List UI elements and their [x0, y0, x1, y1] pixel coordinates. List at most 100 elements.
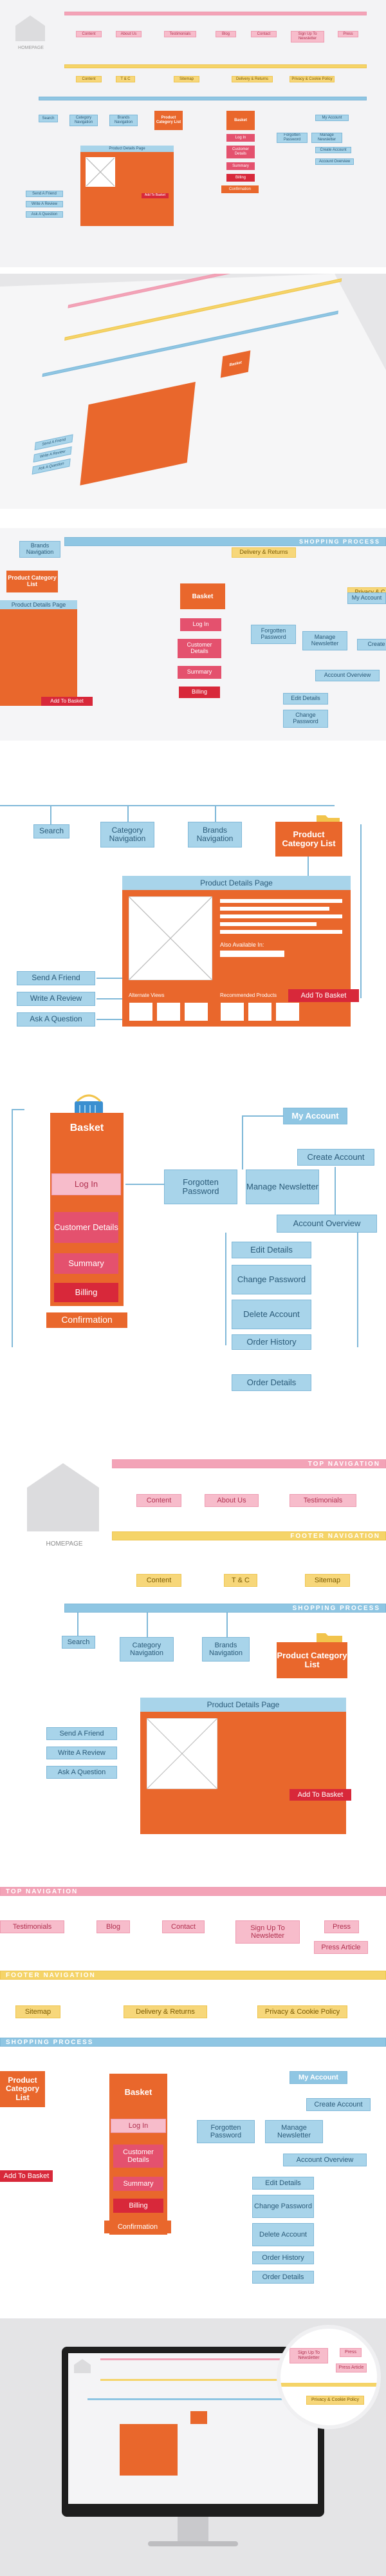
zoom-delivery[interactable]: Delivery & Returns — [232, 547, 296, 558]
alt-view-thumb-3[interactable] — [184, 1002, 208, 1021]
ov-summary[interactable]: Summary — [226, 162, 255, 170]
login-step[interactable]: Log In — [51, 1173, 121, 1195]
product-category-crop[interactable]: Product Category List — [0, 2071, 45, 2107]
create-account-crop[interactable]: Create Account — [306, 2098, 371, 2111]
write-a-review-box[interactable]: Write A Review — [17, 992, 95, 1006]
delete-account-crop[interactable]: Delete Account — [252, 2223, 314, 2246]
billing-crop[interactable]: Billing — [113, 2199, 163, 2213]
zoom-add-basket[interactable]: Add To Basket — [41, 697, 93, 706]
billing-step[interactable]: Billing — [54, 1283, 118, 1302]
magnifier-signup[interactable]: Sign Up To Newsletter — [290, 2348, 328, 2363]
footer-privacy[interactable]: Privacy & Cookie Policy — [290, 76, 335, 82]
forgotten-password-box[interactable]: Forgotten Password — [164, 1170, 237, 1204]
zoom-billing[interactable]: Billing — [179, 687, 220, 698]
order-history-box[interactable]: Order History — [232, 1334, 311, 1350]
order-details-box[interactable]: Order Details — [232, 1374, 311, 1391]
topnav-content[interactable]: Content — [76, 31, 102, 37]
ov-customer-details[interactable]: Customer Details — [226, 146, 255, 158]
footer-delivery[interactable]: Delivery & Returns — [232, 76, 273, 82]
footer-content-large[interactable]: Content — [136, 1574, 181, 1587]
zoom-brands-nav[interactable]: Brands Navigation — [19, 541, 60, 558]
recommended-thumb-1[interactable] — [220, 1002, 244, 1021]
topnav-about[interactable]: About Us — [116, 31, 142, 37]
recommended-thumb-2[interactable] — [248, 1002, 272, 1021]
customer-details-step[interactable]: Customer Details — [54, 1212, 118, 1243]
add-to-basket-button[interactable]: Add To Basket — [288, 989, 359, 1002]
ov-billing[interactable]: Billing — [226, 174, 255, 182]
footer-sitemap-large[interactable]: Sitemap — [305, 1574, 350, 1587]
magnifier-press[interactable]: Press — [340, 2348, 362, 2357]
ov-create-account[interactable]: Create Account — [315, 147, 351, 153]
topnav-contact-crop[interactable]: Contact — [162, 1920, 205, 1933]
zoom-my-account[interactable]: My Account — [347, 592, 386, 604]
topnav-blog-crop[interactable]: Blog — [96, 1920, 130, 1933]
confirmation-crop[interactable]: Confirmation — [104, 2221, 171, 2233]
topnav-testimonials-large[interactable]: Testimonials — [290, 1494, 356, 1507]
search-large[interactable]: Search — [62, 1636, 95, 1649]
summary-step[interactable]: Summary — [54, 1253, 118, 1274]
send-a-friend-box[interactable]: Send A Friend — [17, 971, 95, 985]
account-overview-box[interactable]: Account Overview — [277, 1215, 377, 1233]
zoom-account-overview[interactable]: Account Overview — [315, 670, 380, 681]
footer-content[interactable]: Content — [76, 76, 102, 82]
topnav-signup-crop[interactable]: Sign Up To Newsletter — [235, 1920, 300, 1944]
my-account-crop[interactable]: My Account — [290, 2071, 347, 2084]
change-password-box[interactable]: Change Password — [232, 1265, 311, 1294]
brands-navigation-box[interactable]: Brands Navigation — [188, 822, 242, 848]
edit-details-crop[interactable]: Edit Details — [252, 2177, 314, 2190]
zoom-change-password[interactable]: Change Password — [283, 710, 328, 728]
magnifier-privacy[interactable]: Privacy & Cookie Policy — [306, 2396, 364, 2405]
zoom-summary[interactable]: Summary — [178, 666, 221, 679]
edit-details-box[interactable]: Edit Details — [232, 1242, 311, 1258]
zoom-login[interactable]: Log In — [180, 618, 221, 631]
recommended-thumb-3[interactable] — [275, 1002, 300, 1021]
ov-confirmation[interactable]: Confirmation — [221, 185, 259, 193]
my-account-box[interactable]: My Account — [283, 1108, 347, 1124]
zoom-basket[interactable]: Basket — [180, 583, 225, 609]
ov-product-category-list[interactable]: Product Category List — [154, 111, 183, 130]
persp-basket[interactable]: Basket — [220, 350, 251, 378]
write-review-large[interactable]: Write A Review — [46, 1747, 117, 1759]
manage-newsletter-box[interactable]: Manage Newsletter — [246, 1170, 319, 1204]
search-box[interactable]: Search — [33, 824, 69, 838]
forgotten-password-crop[interactable]: Forgotten Password — [197, 2120, 255, 2143]
alt-view-thumb-2[interactable] — [156, 1002, 181, 1021]
ov-write-review[interactable]: Write A Review — [26, 201, 63, 207]
ov-add-to-basket[interactable]: Add To Basket — [142, 193, 169, 198]
magnifier-press-article[interactable]: Press Article — [336, 2363, 367, 2372]
ov-ask-question[interactable]: Ask A Question — [26, 211, 63, 218]
add-to-basket-large[interactable]: Add To Basket — [290, 1789, 351, 1801]
create-account-box[interactable]: Create Account — [297, 1149, 374, 1166]
ov-login[interactable]: Log In — [226, 134, 255, 142]
ov-my-account[interactable]: My Account — [315, 115, 349, 121]
footer-sitemap-crop[interactable]: Sitemap — [15, 2005, 60, 2018]
zoom-create[interactable]: Create — [357, 639, 386, 650]
zoom-edit-details[interactable]: Edit Details — [283, 693, 328, 705]
manage-newsletter-crop[interactable]: Manage Newsletter — [265, 2120, 323, 2143]
ask-a-question-box[interactable]: Ask A Question — [17, 1012, 95, 1027]
alt-view-thumb-1[interactable] — [129, 1002, 153, 1021]
brands-nav-large[interactable]: Brands Navigation — [202, 1637, 250, 1662]
footer-tc[interactable]: T & C — [116, 76, 135, 82]
zoom-forgotten-password[interactable]: Forgotten Password — [251, 625, 296, 644]
add-to-basket-crop[interactable]: Add To Basket — [0, 2170, 53, 2182]
send-friend-large[interactable]: Send A Friend — [46, 1727, 117, 1740]
account-overview-crop[interactable]: Account Overview — [283, 2154, 367, 2166]
zoom-customer-details[interactable]: Customer Details — [178, 639, 221, 658]
ov-category-nav[interactable]: Category Navigation — [69, 115, 98, 126]
order-history-crop[interactable]: Order History — [252, 2251, 314, 2264]
category-nav-large[interactable]: Category Navigation — [120, 1637, 174, 1662]
ov-manage-newsletter[interactable]: Manage Newsletter — [311, 133, 342, 143]
customer-details-crop[interactable]: Customer Details — [113, 2145, 163, 2168]
product-category-list-large[interactable]: Product Category List — [277, 1642, 347, 1678]
topnav-about-large[interactable]: About Us — [205, 1494, 259, 1507]
topnav-testimonials-crop[interactable]: Testimonials — [0, 1920, 64, 1933]
delete-account-box[interactable]: Delete Account — [232, 1300, 311, 1329]
topnav-content-large[interactable]: Content — [136, 1494, 181, 1507]
order-details-crop[interactable]: Order Details — [252, 2271, 314, 2284]
footer-tc-large[interactable]: T & C — [224, 1574, 257, 1587]
footer-sitemap[interactable]: Sitemap — [174, 76, 199, 82]
summary-crop[interactable]: Summary — [113, 2177, 163, 2191]
ov-account-overview[interactable]: Account Overview — [315, 158, 354, 165]
login-crop[interactable]: Log In — [111, 2119, 166, 2133]
